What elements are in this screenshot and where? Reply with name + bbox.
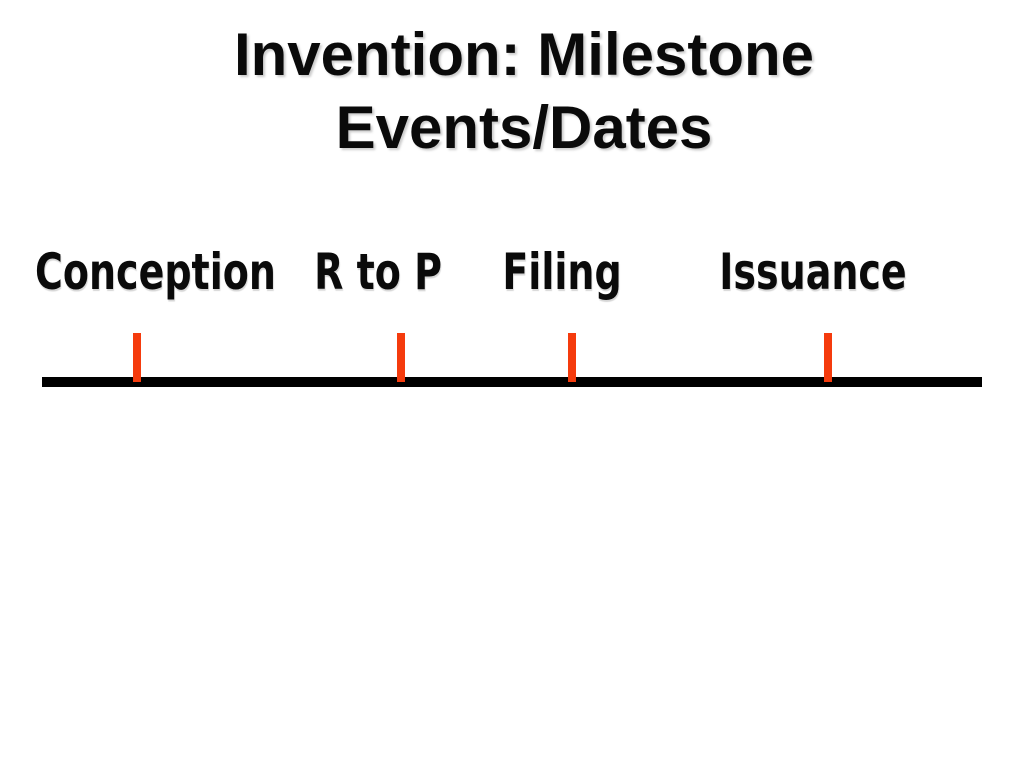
slide-title: Invention: Milestone Events/Dates — [24, 18, 1024, 164]
slide-title-line1: Invention: Milestone — [233, 21, 815, 88]
milestone-label-conception: Conception — [35, 243, 276, 301]
milestone-tick-r-to-p — [397, 333, 405, 382]
milestone-label-filing: Filing — [502, 243, 622, 301]
milestone-tick-conception — [133, 333, 141, 382]
milestone-label-issuance: Issuance — [719, 243, 907, 301]
timeline-line — [42, 377, 982, 387]
slide-title-line2: Events/Dates — [335, 94, 713, 161]
milestone-label-r-to-p: R to P — [314, 243, 442, 301]
milestone-tick-filing — [568, 333, 576, 382]
milestone-tick-issuance — [824, 333, 832, 382]
